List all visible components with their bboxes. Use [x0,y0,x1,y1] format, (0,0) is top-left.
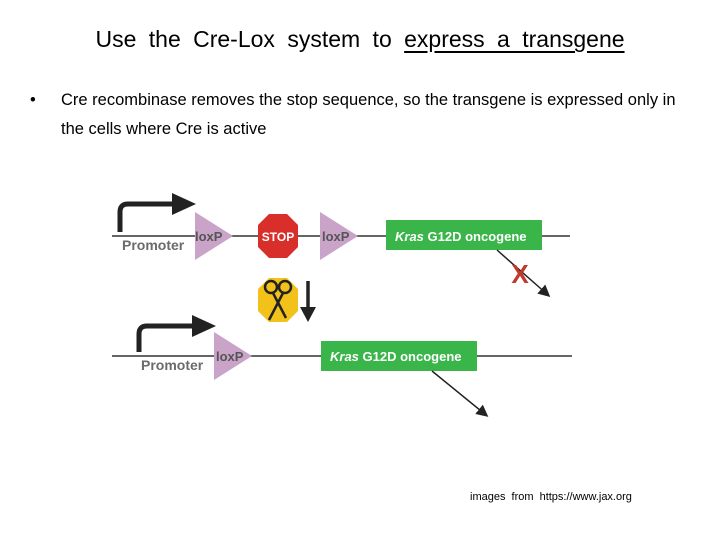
bullet-marker: • [30,91,36,109]
image-credit: images from https://www.jax.org [470,491,632,503]
gene-box-before [386,220,542,250]
promoter-label-after: Promoter [141,357,204,373]
down-arrow-icon [300,281,316,322]
scissors-icon [263,279,293,321]
gene-box-after [321,341,477,371]
loxp-right-label: loxP [322,229,350,244]
expression-arrow [431,370,489,417]
blocked-mark: X [511,259,529,289]
construct-before: Promoter loxP STOP loxP Kras G12D oncoge… [112,193,570,297]
title-underlined: express a transgene [404,26,625,52]
gene-label-before-rest: G12D oncogene [424,229,527,244]
loxp-left-label: loxP [195,229,223,244]
gene-label-after-italic: Kras [330,349,359,364]
stop-sign-icon [258,214,298,258]
slide-title: Use the Cre-Lox system to express a tran… [0,26,720,53]
construct-after: Promoter loxP Kras G12D oncogene [112,315,572,417]
gene-label-before-italic: Kras [395,229,424,244]
cre-step [258,278,316,322]
expression-arrow-blocked [496,249,551,297]
gene-label-after: Kras G12D oncogene [330,349,462,364]
loxp-triangle-left [195,212,233,260]
promoter-label-before: Promoter [122,237,185,253]
loxp-triangle-right [320,212,358,260]
title-prefix: Use the Cre-Lox system to [95,26,405,52]
stop-label: STOP [262,230,294,244]
loxp-triangle-after [214,332,252,380]
promoter-arrow-icon [136,315,216,352]
loxp-label-after: loxP [216,349,244,364]
gene-label-before: Kras G12D oncogene [395,229,527,244]
promoter-arrow-icon [117,193,196,232]
bullet-text: Cre recombinase removes the stop sequenc… [61,91,676,138]
gene-label-after-rest: G12D oncogene [359,349,462,364]
